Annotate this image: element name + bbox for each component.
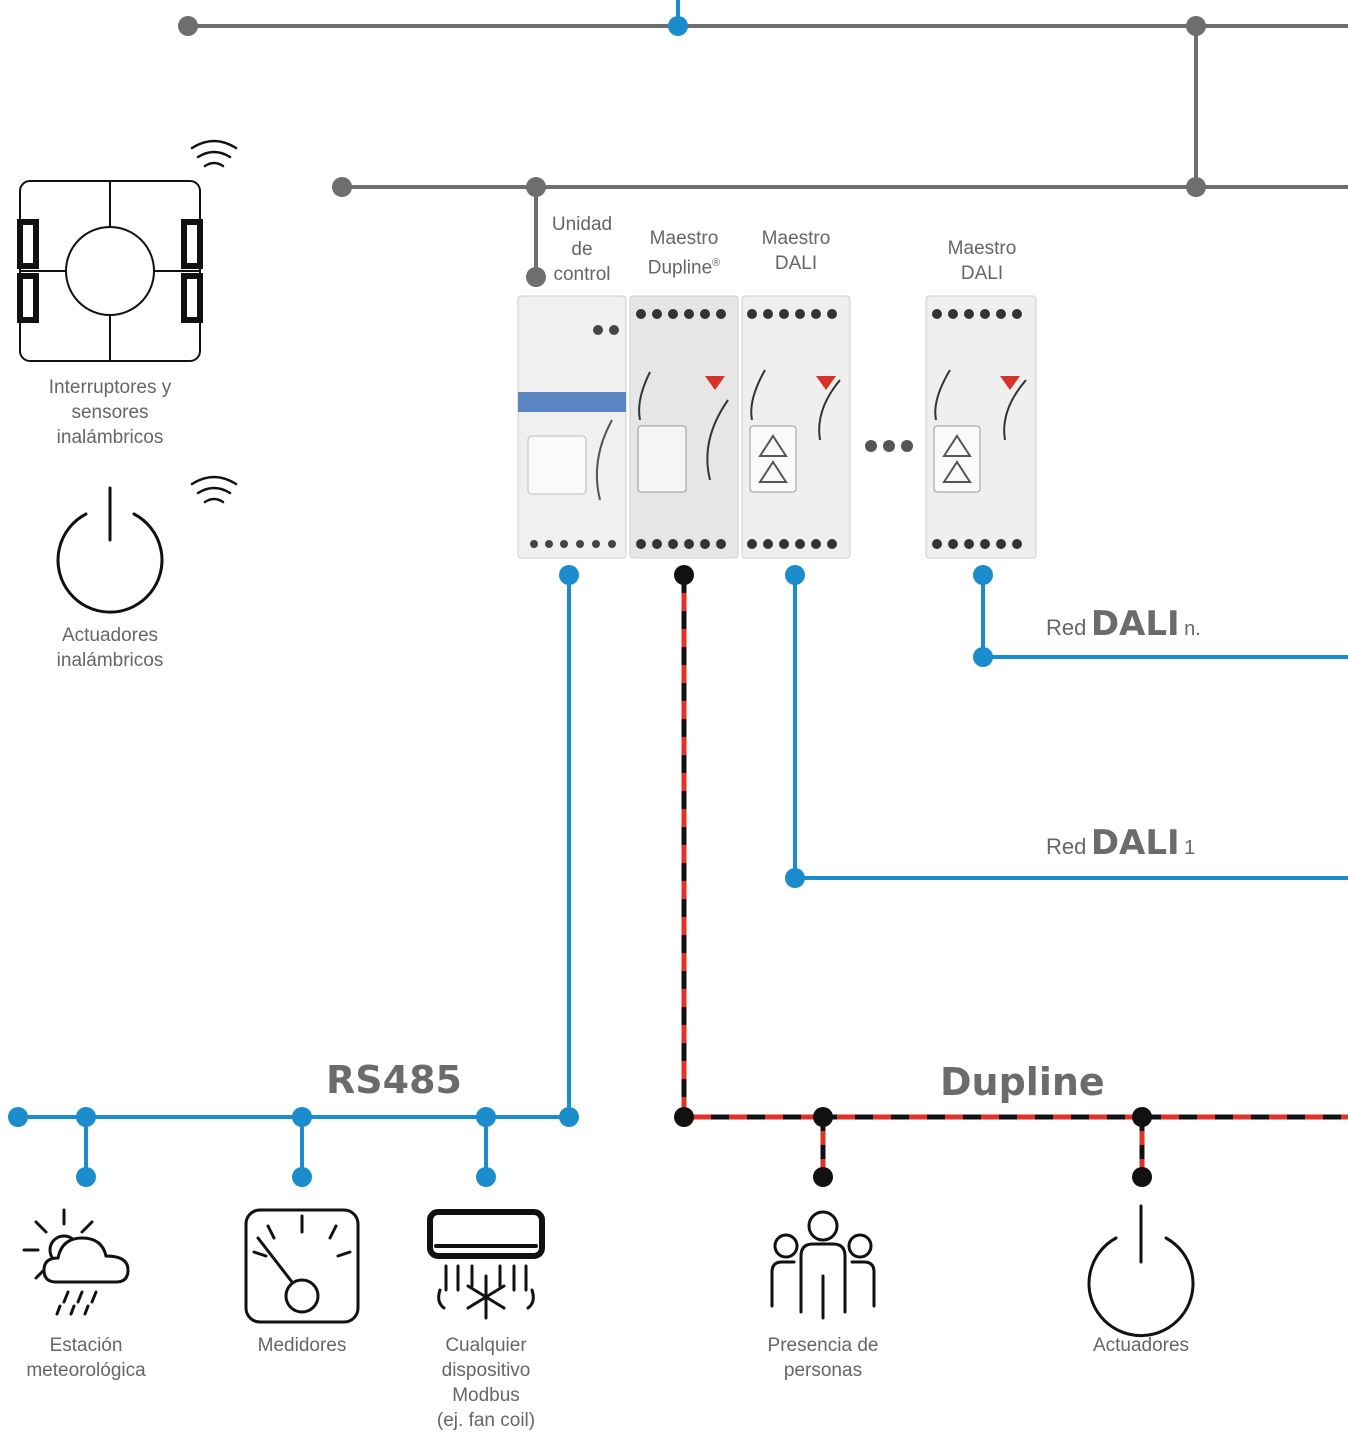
dupline-master-module xyxy=(629,295,739,559)
people-icon xyxy=(770,1210,876,1320)
dali-network-1-label: Red DALI 1 xyxy=(1046,823,1195,863)
label-line: de xyxy=(571,239,593,260)
label-line: Medidores xyxy=(257,1335,347,1356)
label-line: DALI xyxy=(774,253,818,274)
label-line: Cualquier xyxy=(445,1335,527,1356)
wireless-actuators-label: Actuadores inalámbricos xyxy=(20,623,200,673)
label-line: Estación xyxy=(49,1335,123,1356)
dali-network-n-label: Red DALI n. xyxy=(1046,604,1201,644)
wifi-icon xyxy=(190,475,238,504)
label-line: Actuadores xyxy=(61,625,159,646)
dali-master-1-label: Maestro DALI xyxy=(746,226,846,276)
network-suffix: 1 xyxy=(1184,837,1196,859)
dupline-master-label: Maestro Dupline® xyxy=(634,226,734,280)
label-line: inalámbricos xyxy=(56,427,164,448)
meters-label: Medidores xyxy=(212,1333,392,1358)
label-line: Maestro xyxy=(649,228,719,249)
ethernet-nodes xyxy=(178,16,1206,287)
network-name: DALI xyxy=(1090,604,1180,644)
label-line: Modbus xyxy=(452,1385,520,1406)
control-unit-module xyxy=(517,295,627,559)
dupline-bus-label: Dupline xyxy=(940,1060,1105,1104)
actuators-label: Actuadores xyxy=(1051,1333,1231,1358)
dali-master-n-label: Maestro DALI xyxy=(932,236,1032,286)
label-line: Presencia de xyxy=(767,1335,879,1356)
weather-station-label: Estación meteorológica xyxy=(0,1333,176,1383)
label-line: dispositivo xyxy=(441,1360,531,1381)
registered-mark: ® xyxy=(712,257,721,269)
wireless-switch-icon xyxy=(17,180,203,362)
label-line: Maestro xyxy=(947,238,1017,259)
modbus-device-label: Cualquier dispositivo Modbus (ej. fan co… xyxy=(396,1333,576,1433)
ethernet-lines xyxy=(188,24,1348,277)
network-prefix: Red xyxy=(1046,834,1087,859)
network-suffix: n. xyxy=(1184,618,1201,640)
control-unit-label: Unidad de control xyxy=(532,212,632,287)
label-line: control xyxy=(553,264,611,285)
label-line: (ej. fan coil) xyxy=(436,1410,536,1431)
presence-label: Presencia de personas xyxy=(733,1333,913,1383)
weather-icon xyxy=(22,1208,130,1316)
label-line: Unidad xyxy=(551,214,613,235)
dali-master-n-module xyxy=(925,295,1037,559)
network-prefix: Red xyxy=(1046,615,1087,640)
label-line: meteorológica xyxy=(26,1360,146,1381)
dupline-nodes xyxy=(674,565,1152,1187)
wireless-switches-label: Interruptores y sensores inalámbricos xyxy=(20,375,200,450)
label-line: personas xyxy=(783,1360,863,1381)
label-line: Dupline® xyxy=(634,251,734,280)
fan-coil-icon xyxy=(427,1209,545,1320)
ellipsis-icon xyxy=(865,440,913,452)
label-line: DALI xyxy=(960,263,1004,284)
wifi-icon xyxy=(190,139,238,168)
power-icon xyxy=(56,486,164,614)
blue-nodes xyxy=(8,565,993,1187)
label-line: sensores xyxy=(71,402,149,423)
dali-master-1-module xyxy=(741,295,851,559)
meter-icon xyxy=(244,1208,360,1324)
rs485-bus-label: RS485 xyxy=(326,1058,462,1102)
label-line: inalámbricos xyxy=(56,650,164,671)
network-name: DALI xyxy=(1090,823,1180,863)
label-line: Interruptores y xyxy=(48,377,172,398)
label-text: Dupline xyxy=(647,257,713,279)
label-line: Maestro xyxy=(761,228,831,249)
power-icon xyxy=(1087,1204,1195,1338)
label-line: Actuadores xyxy=(1092,1335,1190,1356)
top-blue-node xyxy=(668,16,688,36)
